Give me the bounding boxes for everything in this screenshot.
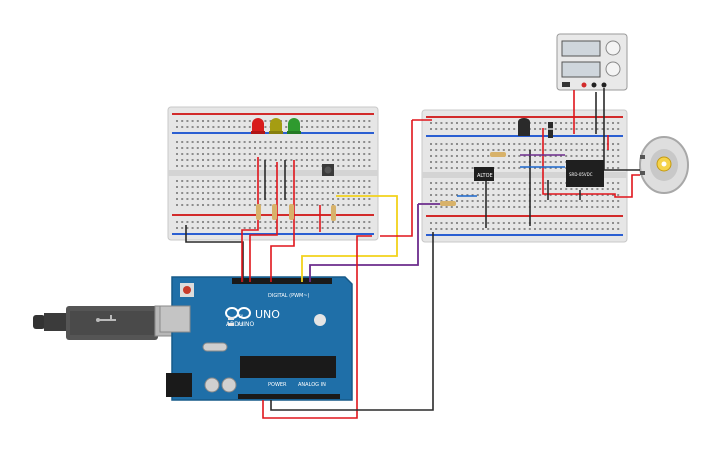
wire-relay-signal[interactable] xyxy=(309,204,419,282)
resistor-right-2 xyxy=(440,201,456,206)
wire-led-red[interactable] xyxy=(241,157,259,282)
sensor-chip[interactable]: ALTOE xyxy=(474,167,494,181)
left-bb-center-channel xyxy=(168,170,378,176)
power-supply-icon[interactable] xyxy=(556,33,628,91)
power-header-label: POWER xyxy=(268,382,287,388)
wire-led-green[interactable] xyxy=(270,160,295,282)
right-bb-top-red-rail xyxy=(426,116,623,118)
resistor-right-1 xyxy=(490,152,506,157)
red-led[interactable] xyxy=(251,118,265,134)
yellow-led[interactable] xyxy=(269,118,283,134)
arduino-model-label: UNO xyxy=(255,308,280,321)
right-bb-holes xyxy=(430,122,620,230)
wire-power-bridge[interactable] xyxy=(380,119,432,237)
rx-label: RX xyxy=(238,322,244,327)
arduino-uno-board[interactable]: ARDUINO UNO DIGITAL (PWM~) POWER ANALOG … xyxy=(159,276,353,401)
wire-gnd-right[interactable] xyxy=(270,232,434,411)
usb-port xyxy=(159,305,191,333)
mounting-hole xyxy=(314,314,326,326)
pushbutton-icon[interactable] xyxy=(322,164,334,176)
power-analog-header xyxy=(238,394,340,399)
relay-module[interactable]: SRD-05VDC xyxy=(566,160,604,187)
analog-header-label: ANALOG IN xyxy=(298,382,326,388)
right-bb-bottom-blue-rail xyxy=(426,234,623,236)
transistor-icon[interactable] xyxy=(518,118,530,136)
tx-label: TX xyxy=(237,314,243,319)
power-jack xyxy=(166,373,192,397)
resistors-left xyxy=(256,204,336,221)
atmega-chip xyxy=(240,356,336,378)
arduino-brand-label: ARDUINO xyxy=(226,321,255,328)
left-bb-top-red-rail xyxy=(172,113,374,115)
wire-button-signal[interactable] xyxy=(301,195,398,282)
sensor-label: ALTOE xyxy=(477,173,493,179)
wire-5v[interactable] xyxy=(262,235,372,419)
wire-motor-positive[interactable] xyxy=(542,128,640,198)
dc-motor-icon[interactable] xyxy=(639,136,689,194)
green-led[interactable] xyxy=(287,118,301,134)
left-bb-bottom-blue-rail xyxy=(172,233,374,235)
diode-icon[interactable] xyxy=(548,122,553,138)
relay-label: SRD-05VDC xyxy=(569,172,593,177)
digital-header xyxy=(232,278,332,284)
right-bb-bottom-red-rail xyxy=(426,215,623,217)
wire-led-yellow[interactable] xyxy=(249,162,278,282)
wire-gnd-left[interactable] xyxy=(185,225,244,282)
right-bb-center-channel xyxy=(422,172,627,178)
digital-header-label: DIGITAL (PWM~) xyxy=(268,293,310,299)
